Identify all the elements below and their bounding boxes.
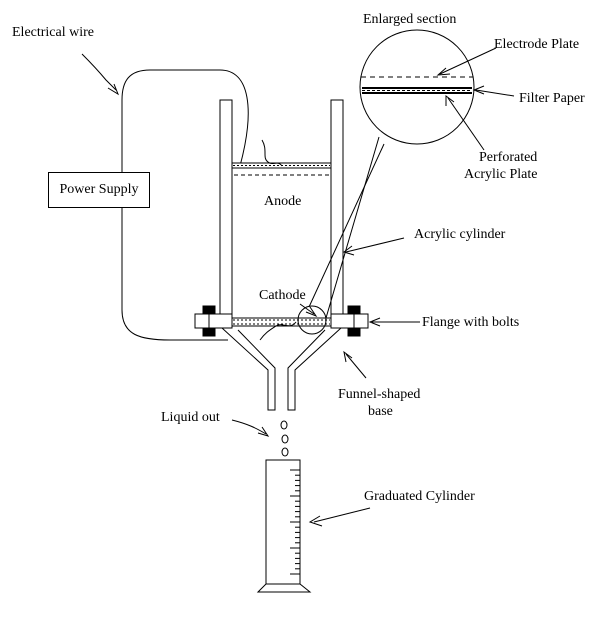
magnified-spot-circle [297, 305, 327, 335]
arrow-electrical-wire [81, 53, 117, 91]
drop-2 [281, 434, 289, 444]
cylinder-right-wall [330, 99, 344, 319]
bolt-right-bottom [347, 327, 361, 337]
label-acrylic-plate: Acrylic Plate [464, 167, 538, 182]
label-base: base [368, 404, 393, 419]
arrow-acrylic-cylinder [345, 237, 405, 253]
graduation-ticks [290, 469, 300, 575]
label-perforated: Perforated [479, 150, 538, 165]
bolt-left-bottom [202, 327, 216, 337]
electrical-wire [121, 69, 249, 341]
arrow-electrode-plate [439, 47, 497, 75]
drop-3 [281, 447, 289, 457]
label-electrical-wire: Electrical wire [12, 25, 95, 40]
arrow-graduated-cylinder [313, 507, 371, 523]
drop-1 [280, 420, 288, 430]
arrow-perforated [447, 97, 485, 151]
arrow-filter-paper [475, 89, 515, 97]
zoom-line [308, 143, 385, 308]
arrow-funnel [345, 353, 367, 379]
label-liquid-out: Liquid out [161, 410, 220, 425]
graduated-cylinder-base [256, 583, 312, 593]
label-anode: Anode [264, 194, 302, 209]
label-flange-with-bolts: Flange with bolts [422, 315, 520, 330]
arrow-liquid-out [231, 419, 267, 435]
label-cathode: Cathode [259, 288, 306, 303]
power-supply-box: Power Supply [48, 172, 150, 208]
label-funnel-shaped: Funnel-shaped [338, 387, 421, 402]
label-filter-paper: Filter Paper [519, 91, 585, 106]
label-electrode-plate: Electrode Plate [494, 37, 580, 52]
label-power-supply: Power Supply [59, 182, 139, 197]
flange-left [194, 313, 233, 329]
label-enlarged-section: Enlarged section [363, 12, 457, 27]
cylinder-left-wall [219, 99, 233, 319]
label-graduated-cylinder: Graduated Cylinder [364, 489, 475, 504]
arrow-cathode [299, 303, 315, 315]
label-acrylic-cylinder: Acrylic cylinder [414, 227, 506, 242]
funnel-base [221, 327, 342, 411]
bolt-right-top [347, 305, 361, 315]
bolt-left-top [202, 305, 216, 315]
flange-right [330, 313, 369, 329]
